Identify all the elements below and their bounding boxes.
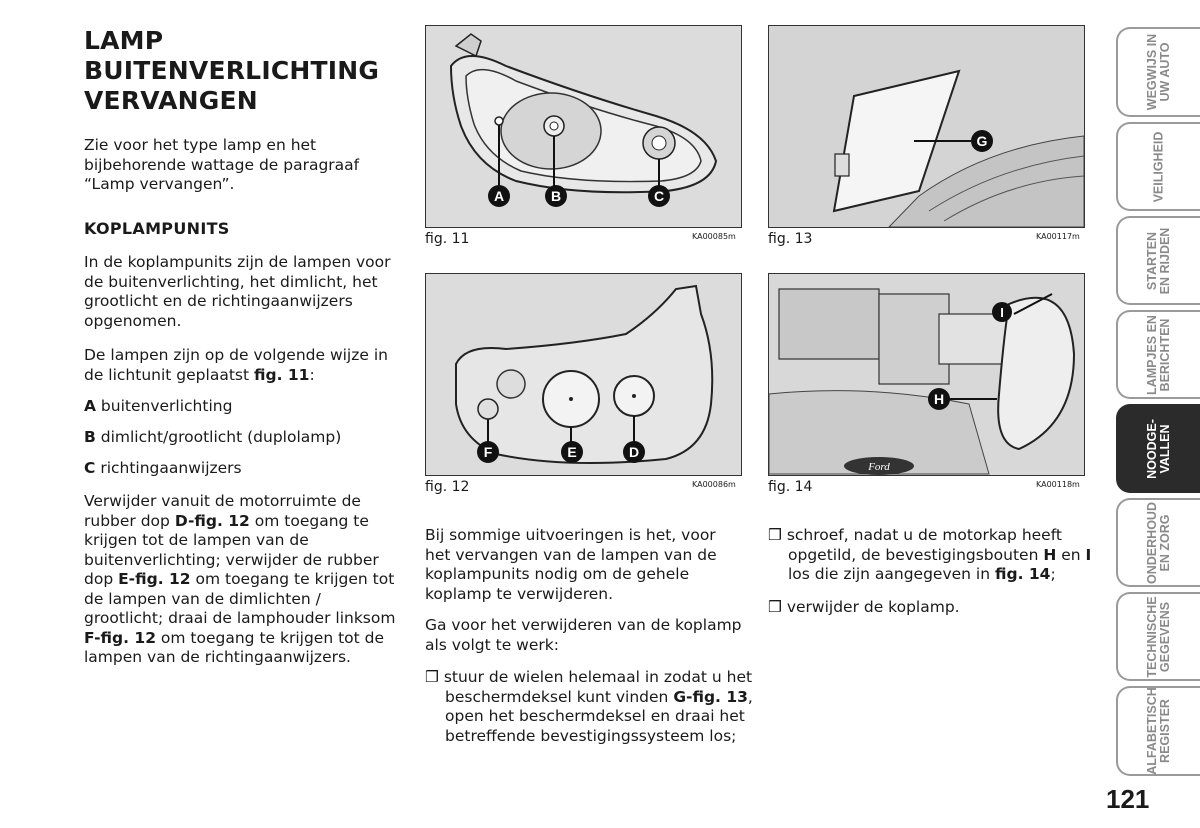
text: om toegang te krijgen tot de lampen van … bbox=[84, 570, 396, 627]
tab-noodgevallen[interactable]: NOODGE-VALLEN bbox=[1116, 404, 1200, 493]
callout-d: D bbox=[623, 441, 645, 463]
title-line-3: VERVANGEN bbox=[84, 86, 258, 115]
item-text: buitenverlichting bbox=[96, 397, 233, 415]
figure-14-caption: fig. 14 bbox=[768, 479, 813, 495]
list-item: A buitenverlichting bbox=[84, 397, 399, 417]
callout-i: I bbox=[992, 302, 1012, 322]
bolt-reference: H bbox=[1043, 545, 1057, 564]
bullet-item: ❒ verwijder de koplamp. bbox=[768, 598, 1108, 618]
paragraph-removal: Verwijder vanuit de motorruimte de rubbe… bbox=[84, 492, 399, 668]
fig-reference: G-fig. 13 bbox=[673, 687, 748, 706]
fig-reference: F-fig. 12 bbox=[84, 628, 156, 647]
text: Verwijder vanuit de motorruimte de rubbe… bbox=[84, 492, 361, 530]
checkbox-bullet-icon: ❒ bbox=[768, 598, 782, 616]
list-item: C richtingaanwijzers bbox=[84, 459, 399, 479]
paragraph-lamp-positions: De lampen zijn op de volgende wijze in d… bbox=[84, 346, 399, 385]
figure-14-code: KA00118m bbox=[1036, 480, 1080, 489]
figure-13-code: KA00117m bbox=[1036, 232, 1080, 241]
bullet-item: ❒ schroef, nadat u de motorkap heeft opg… bbox=[768, 526, 1108, 585]
figure-13-cover: G bbox=[768, 25, 1085, 228]
callout-f: F bbox=[477, 441, 499, 463]
list-item: B dimlicht/grootlicht (duplolamp) bbox=[84, 428, 399, 448]
text: , open het beschermdeksel en draai het b… bbox=[445, 687, 753, 745]
text: en bbox=[1056, 545, 1086, 564]
text: : bbox=[309, 365, 315, 384]
svg-text:C: C bbox=[654, 188, 664, 204]
item-key: A bbox=[84, 397, 96, 415]
tab-label: VEILIGHEID bbox=[1151, 131, 1166, 202]
text: ; bbox=[1050, 565, 1056, 583]
text: verwijder de koplamp. bbox=[781, 598, 960, 616]
svg-text:F: F bbox=[484, 444, 493, 460]
fig-reference: D-fig. 12 bbox=[174, 511, 250, 530]
svg-text:G: G bbox=[977, 133, 988, 149]
intro-paragraph: Zie voor het type lamp en het bijbehoren… bbox=[84, 136, 360, 193]
figure-13-caption: fig. 13 bbox=[768, 231, 813, 247]
ford-badge: Ford bbox=[867, 461, 890, 473]
text: los die zijn aangegeven in bbox=[788, 565, 995, 583]
callout-b: B bbox=[545, 185, 567, 207]
svg-text:D: D bbox=[629, 444, 639, 460]
headlamp-illustration: A B C bbox=[449, 33, 718, 207]
figure-11-caption: fig. 11 bbox=[425, 231, 470, 247]
bolt-reference: I bbox=[1085, 545, 1092, 564]
text: stuur de wielen helemaal in zodat u het … bbox=[438, 668, 753, 706]
section-heading: KOPLAMPUNITS bbox=[84, 219, 230, 238]
bullet-item: ❒ stuur de wielen helemaal in zodat u he… bbox=[425, 668, 765, 746]
text: om toegang te krijgen tot de lampen van … bbox=[84, 511, 379, 589]
paragraph-whole-headlamp: Bij sommige uitvoeringen is het, voor he… bbox=[425, 526, 717, 603]
figure-12-caption: fig. 12 bbox=[425, 479, 470, 495]
fig-reference: E-fig. 12 bbox=[118, 570, 191, 588]
item-key: B bbox=[84, 428, 96, 446]
callout-g: G bbox=[971, 130, 993, 152]
checkbox-bullet-icon: ❒ bbox=[425, 668, 439, 686]
svg-text:E: E bbox=[567, 444, 576, 460]
svg-text:B: B bbox=[551, 188, 561, 204]
paragraph-koplampunits: In de koplampunits zijn de lampen voor d… bbox=[84, 253, 391, 330]
paragraph-procedure: Ga voor het verwijderen van de koplamp a… bbox=[425, 616, 742, 654]
protective-cover-illustration: G bbox=[769, 26, 1084, 227]
figure-11-headlamp-front: A B C bbox=[425, 25, 742, 228]
tab-label: NOODGE-VALLEN bbox=[1145, 418, 1172, 479]
item-text: dimlicht/grootlicht (duplolamp) bbox=[95, 428, 342, 446]
callout-h: H bbox=[928, 388, 950, 410]
callout-a: A bbox=[488, 185, 510, 207]
figure-11-code: KA00085m bbox=[692, 232, 736, 241]
headlamp-rear-illustration: F E D bbox=[455, 284, 714, 464]
tab-veiligheid[interactable]: VEILIGHEID bbox=[1116, 122, 1200, 211]
figure-12-code: KA00086m bbox=[692, 480, 736, 489]
svg-text:I: I bbox=[1000, 305, 1004, 320]
callout-e: E bbox=[561, 441, 583, 463]
item-key: C bbox=[84, 459, 96, 477]
text: om toegang te krijgen tot de lampen van … bbox=[84, 628, 385, 667]
svg-text:A: A bbox=[494, 188, 504, 204]
page-number: 121 bbox=[1106, 784, 1150, 814]
callout-c: C bbox=[648, 185, 670, 207]
fig-reference: fig. 11 bbox=[253, 365, 310, 384]
item-text: richtingaanwijzers bbox=[95, 459, 242, 477]
page-title: LAMP BUITENVERLICHTING VERVANGEN bbox=[84, 26, 404, 116]
figure-14-engine-bay: Ford I H bbox=[768, 273, 1085, 476]
figure-12-headlamp-rear: F E D bbox=[425, 273, 742, 476]
checkbox-bullet-icon: ❒ bbox=[768, 526, 782, 544]
fig-reference: fig. 14 bbox=[995, 565, 1051, 583]
text: schroef, nadat u de motorkap heeft opget… bbox=[781, 526, 1062, 564]
title-line-2: BUITENVERLICHTING bbox=[84, 56, 380, 85]
text: De lampen zijn op de volgende wijze in d… bbox=[84, 346, 388, 384]
engine-bay-illustration: Ford I H bbox=[769, 274, 1084, 475]
svg-text:H: H bbox=[934, 391, 944, 407]
title-line-1: LAMP bbox=[84, 26, 164, 55]
